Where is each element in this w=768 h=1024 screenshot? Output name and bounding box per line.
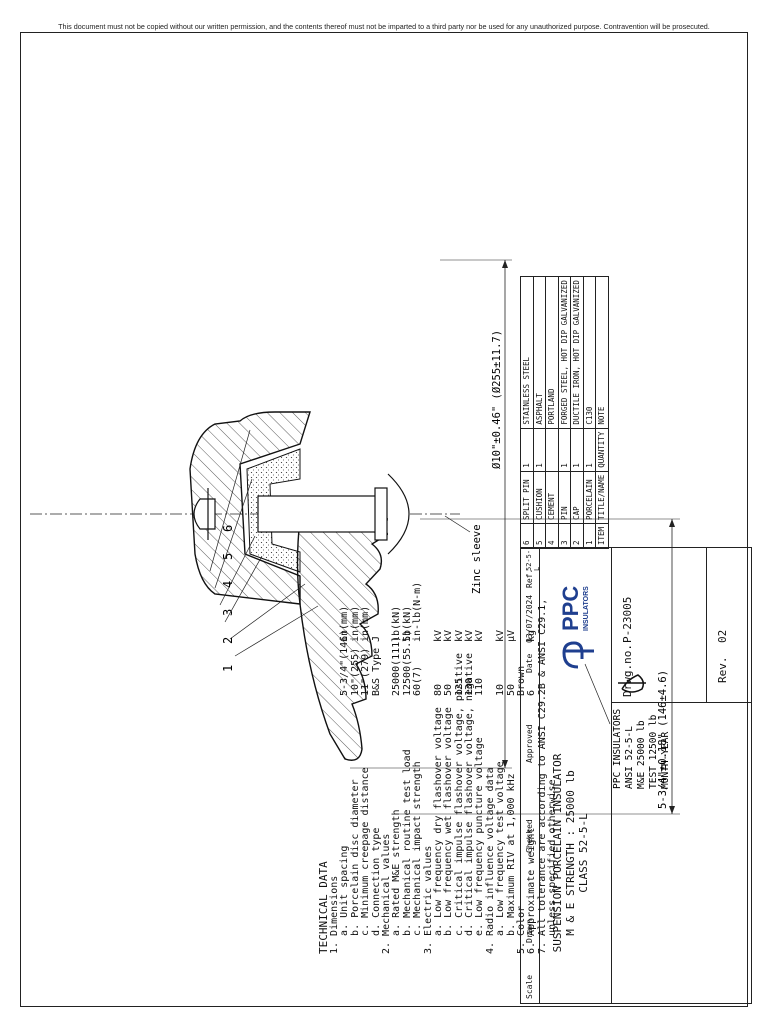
spacing-dimension: 5-3/4"±0.18" (146±4.6)	[657, 670, 669, 809]
date-label: Date	[525, 653, 534, 673]
callout-number: 3	[221, 609, 235, 616]
marking-line: ANSI 52-5-L	[624, 726, 635, 789]
copyright-notice: This document must not be copied without…	[58, 22, 710, 31]
bom-cell-qty: 1	[533, 428, 546, 472]
ref-label: Ref.	[525, 568, 534, 588]
ppc-mark-icon	[618, 674, 646, 693]
callout-leader	[224, 555, 263, 623]
logo-text: PPC	[558, 585, 583, 631]
scale-label: Scale	[525, 974, 534, 999]
bom-cell-note: PORTLAND	[545, 276, 558, 429]
title-line-2: M & E STRENGTH : 25000 lb	[564, 770, 577, 936]
bom-cell-title: PIN	[558, 471, 571, 524]
bom-cell-note: ASPHALT	[533, 276, 546, 429]
bom-cell-note: NOTE	[595, 276, 608, 429]
marking-line: PPC INSULATORS	[612, 709, 623, 789]
title-line-3: CLASS 52-5-L	[577, 813, 590, 893]
drawn-label: Drawn	[525, 918, 534, 943]
bom-cell-note: STAINLESS STEEL	[520, 276, 533, 429]
drawing-frame	[20, 32, 748, 1007]
bom-cell-note: DUCTILE IRON, HOT DIP GALVANIZED	[570, 276, 583, 429]
drwg-label: Drwg.no.	[621, 644, 634, 697]
date-value: 03/07/2024	[525, 594, 534, 643]
logo-sub: INSULATORS	[583, 586, 590, 631]
bom-cell-item: 5	[533, 523, 546, 549]
callout-leader	[209, 429, 251, 572]
bom-cell-title: SPLIT PIN	[520, 471, 533, 524]
marking-line: TEST 12500 lb	[648, 714, 659, 789]
bom-cell-item: 3	[558, 523, 571, 549]
bom-cell-qty: 1	[558, 428, 571, 472]
bom-cell-item: 6	[520, 523, 533, 549]
part-callouts: 1 2 3 4 5 6	[209, 429, 319, 672]
callout-leader	[229, 583, 306, 640]
rev-label: Rev.	[716, 656, 729, 684]
bom-cell-qty: 1	[520, 428, 533, 472]
bom-cell-title: CUSHION	[533, 471, 546, 524]
checked-label: Checked	[525, 819, 534, 853]
bom-cell-item: 4	[545, 523, 558, 549]
ref-value: 52-5-L	[525, 549, 541, 571]
callout-number: 2	[221, 637, 235, 644]
bom-cell-title: CAP	[570, 471, 583, 524]
bom-cell-note: C130	[583, 276, 596, 429]
approved-label: Approved	[525, 724, 534, 763]
diameter-dimension: Ø10"±0.46" (Ø255±11.7)	[491, 330, 503, 469]
callout-number: 4	[221, 581, 235, 588]
bom-cell-qty: 1	[570, 428, 583, 472]
callout-number: 1	[221, 665, 235, 672]
callout-leader	[234, 605, 319, 657]
title-block: Scale Drawn Checked Approved Date 03/07/…	[520, 547, 752, 1004]
bom-cell-qty: QUANTITY	[595, 428, 608, 472]
drwg-value: P-23005	[621, 596, 634, 643]
callout-number: 5	[221, 553, 235, 560]
marking-line: MONTH-YEAR	[660, 732, 671, 789]
callout-leader	[214, 478, 253, 589]
bom-cell-qty: 1	[583, 428, 596, 472]
callout-leader	[219, 535, 256, 606]
bom-cell-title: TITLE/NAME	[595, 471, 608, 524]
rev-value: 02	[716, 629, 729, 643]
ppc-logo: PPC INSULATORS	[556, 563, 604, 673]
bom-cell-note: FORGED STEEL, HOT DIP GALVANIZED	[558, 276, 571, 429]
bom-cell-item: 2	[570, 523, 583, 549]
zinc-sleeve-label: Zinc sleeve	[471, 524, 483, 594]
bom-cell-qty	[545, 428, 558, 472]
marking-line: M&E 25000 lb	[636, 720, 647, 789]
bom-cell-title: CEMENT	[545, 471, 558, 524]
callout-number: 6	[221, 525, 235, 532]
bom-cell-item: ITEM	[595, 523, 608, 549]
title-line-1: SUSPENSION PORCELAIN INSULATOR	[551, 753, 564, 953]
bom-cell-title: PORCELAIN	[583, 471, 596, 524]
bom-cell-item: 1	[583, 523, 596, 549]
